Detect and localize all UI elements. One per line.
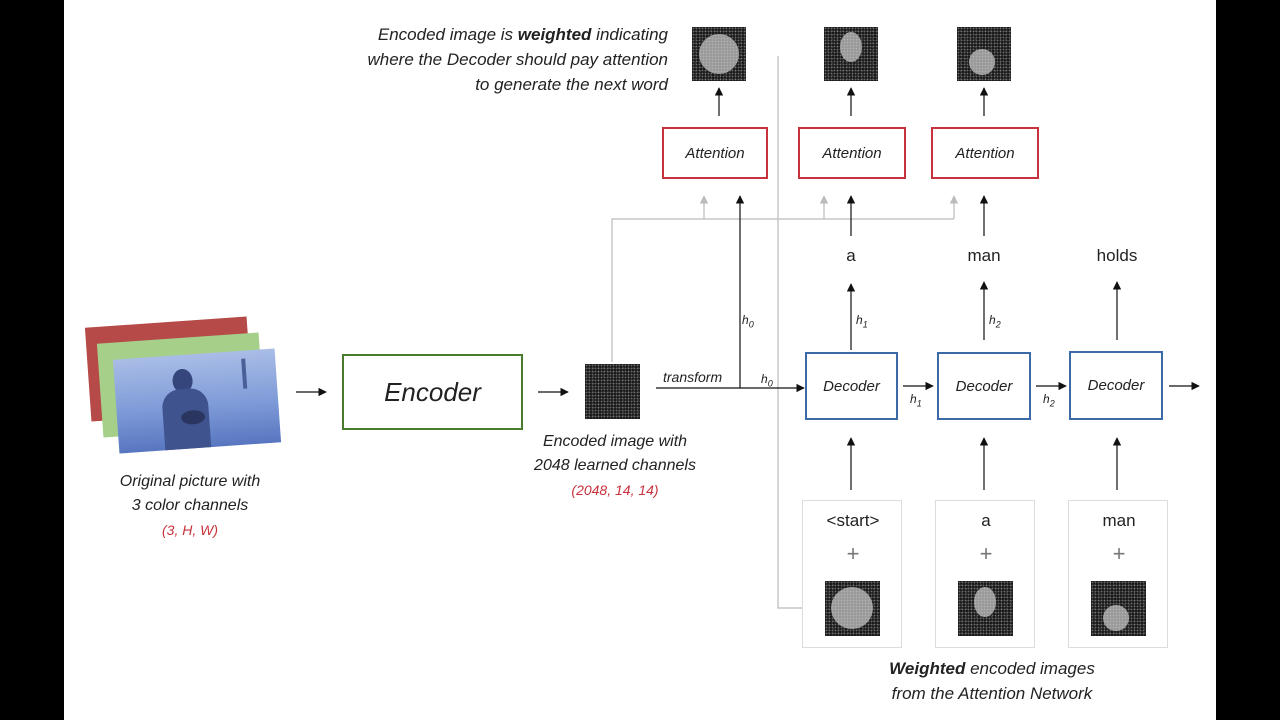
encoded-image	[585, 364, 640, 419]
attention-box: Attention	[931, 127, 1039, 179]
weighted-input-image	[825, 581, 880, 636]
attention-label: Attention	[822, 144, 882, 162]
top-caption: Encoded image is weighted indicating whe…	[367, 22, 668, 97]
top-caption-post: indicating	[591, 25, 668, 44]
input-word: man	[1102, 511, 1136, 530]
attention-feed-line	[611, 218, 954, 362]
blue-channel-image	[112, 348, 282, 454]
encoded-caption: Encoded image with 2048 learned channels…	[534, 430, 696, 503]
input-image-caption: Original picture with 3 color channels (…	[120, 470, 261, 543]
top-caption-bold: weighted	[517, 25, 592, 44]
connectors	[296, 56, 1200, 613]
decoder-box: Decoder	[805, 352, 898, 420]
input-word: a	[981, 511, 991, 530]
encoded-caption-line1: Encoded image with	[542, 433, 688, 450]
decoder-box: Decoder	[1069, 351, 1163, 420]
decoder-input-cell: man +	[1068, 500, 1168, 648]
plus-sign: +	[1112, 541, 1126, 566]
encoded-shape: (2048, 14, 14)	[571, 482, 659, 498]
h2-base: h	[989, 313, 996, 327]
decoder-label: Decoder	[955, 377, 1013, 395]
h2-sub: 2	[1049, 398, 1055, 409]
attention-weighted-image	[824, 27, 878, 81]
output-word: man	[967, 246, 1001, 265]
h0-base: h	[761, 372, 768, 386]
top-caption-line2: where the Decoder should pay attention	[367, 50, 668, 69]
h1-sub: 1	[916, 398, 922, 409]
h2-base: h	[1043, 392, 1050, 406]
output-word: a	[846, 246, 856, 265]
decoder-input-cell: a +	[935, 500, 1035, 648]
attention-box: Attention	[798, 127, 906, 179]
plus-sign: +	[979, 541, 993, 566]
h2-sub: 2	[995, 319, 1001, 330]
output-word: holds	[1096, 246, 1138, 265]
bottom-caption-bold: Weighted	[889, 659, 966, 678]
decoder-label: Decoder	[823, 377, 880, 395]
transform-label: transform	[663, 369, 723, 385]
h1-sub: 1	[862, 319, 868, 330]
plus-sign: +	[846, 541, 860, 566]
h1-label-right: h1	[910, 392, 922, 408]
encoded-caption-line2: 2048 learned channels	[534, 457, 696, 474]
weighted-input-image	[1091, 581, 1146, 636]
input-shape: (3, H, W)	[162, 522, 218, 538]
decoder-label: Decoder	[1087, 377, 1145, 394]
weighted-input-image	[958, 581, 1013, 636]
decoder-box: Decoder	[937, 352, 1031, 420]
encoder-box: Encoder	[342, 354, 523, 430]
h2-label-right: h2	[1043, 392, 1055, 408]
h1-label-up: h1	[856, 313, 868, 329]
input-caption-line1: Original picture with	[119, 473, 261, 490]
slide: Encoded image is weighted indicating whe…	[64, 0, 1216, 720]
h0-label-vertical: h0	[742, 313, 754, 329]
attention-weighted-image	[957, 27, 1011, 81]
h1-base: h	[910, 392, 917, 406]
h0-sub: 0	[748, 319, 754, 330]
h0-sub: 0	[767, 378, 773, 389]
bottom-caption-rest: encoded images	[965, 659, 1095, 678]
input-caption-line2: 3 color channels	[131, 497, 249, 514]
input-word: <start>	[826, 511, 880, 530]
h0-base: h	[742, 313, 749, 327]
h2-label-up: h2	[989, 313, 1001, 329]
h1-base: h	[856, 313, 863, 327]
attention-weighted-image	[692, 27, 746, 81]
bottom-caption-line2: from the Attention Network	[891, 684, 1093, 703]
top-caption-pre: Encoded image is	[377, 25, 518, 44]
attention-box: Attention	[662, 127, 768, 179]
decoder-input-cell: <start> +	[802, 500, 902, 648]
bottom-caption: Weighted encoded images from the Attenti…	[889, 656, 1095, 706]
attention-label: Attention	[955, 144, 1015, 162]
top-caption-line3: to generate the next word	[475, 75, 668, 94]
attention-label: Attention	[685, 144, 745, 162]
h0-label-horizontal: h0	[761, 372, 773, 388]
encoder-label: Encoder	[384, 376, 481, 407]
